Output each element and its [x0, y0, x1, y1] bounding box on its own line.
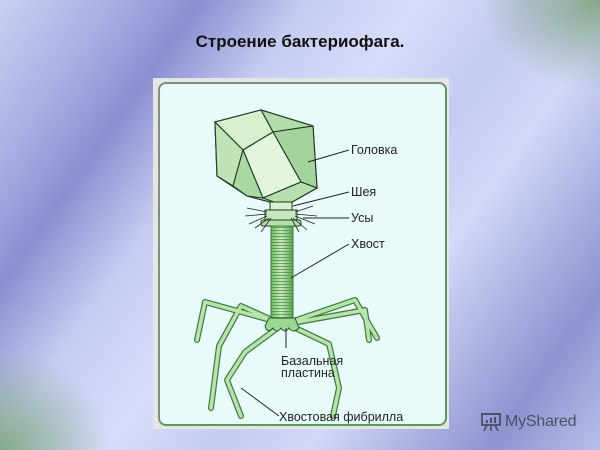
baseplate	[264, 317, 300, 332]
watermark: MyShared	[480, 410, 577, 434]
label-baseplate-1: Базальная	[281, 354, 343, 368]
diagram-frame: Головка Шея Усы Хвост Базальная пластина…	[153, 78, 449, 429]
label-baseplate-2: пластина	[281, 366, 335, 380]
label-whiskers: Усы	[351, 211, 373, 225]
slide-title: Строение бактериофага.	[195, 32, 405, 51]
capsid-head	[213, 109, 319, 207]
tail-fibers	[194, 297, 380, 419]
neck-collar	[260, 201, 302, 227]
presentation-board-icon	[481, 413, 501, 432]
leader-lines	[240, 149, 350, 417]
label-neck: Шея	[351, 185, 376, 199]
label-head: Головка	[351, 143, 397, 157]
bacteriophage-diagram: Головка Шея Усы Хвост Базальная пластина…	[194, 109, 403, 424]
tail-sheath	[270, 225, 294, 319]
watermark-text: MyShared	[505, 413, 577, 430]
label-tail-fiber: Хвостовая фибрилла	[279, 410, 403, 424]
whiskers	[244, 205, 318, 233]
label-tail: Хвост	[351, 237, 385, 251]
